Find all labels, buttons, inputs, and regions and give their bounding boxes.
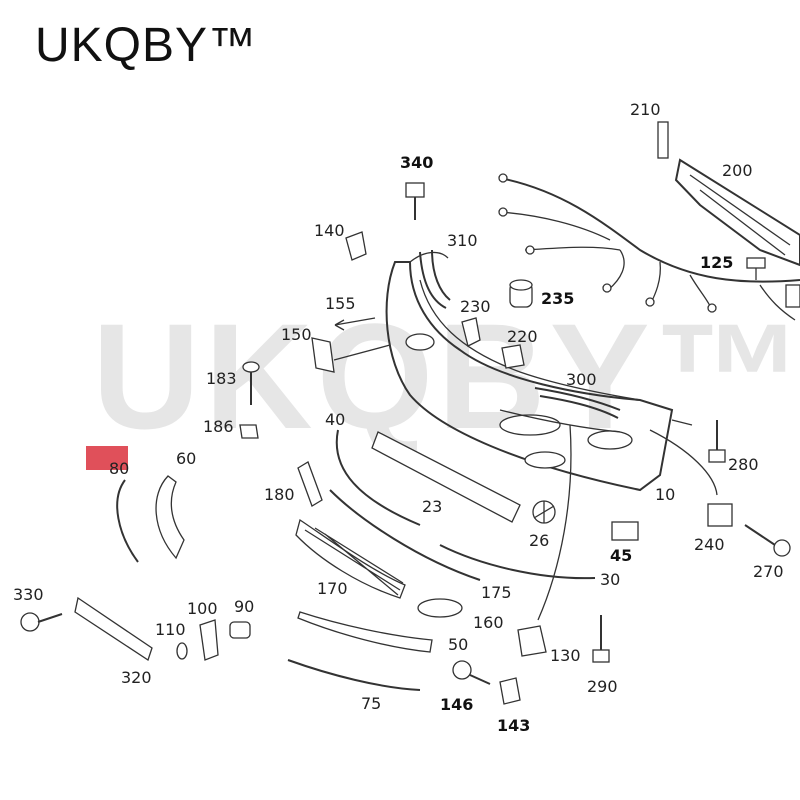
label-186: 186 [203, 417, 234, 436]
connector-240 [707, 503, 733, 527]
label-200: 200 [722, 161, 753, 180]
watermark: UKQBY™ [92, 292, 800, 460]
label-143: 143 [497, 716, 530, 735]
bracket-220 [501, 344, 525, 369]
strip-300 [534, 387, 621, 419]
label-220: 220 [507, 327, 538, 346]
label-310: 310 [447, 231, 478, 250]
highlight-marker [86, 446, 128, 470]
label-270: 270 [753, 562, 784, 581]
screw-146 [452, 660, 491, 685]
leader-150 [333, 344, 391, 361]
bracket-230 [461, 317, 481, 347]
strip-30 [439, 544, 596, 580]
bracket-150 [311, 337, 335, 373]
label-75: 75 [361, 694, 381, 713]
label-80: 80 [109, 459, 129, 478]
upper-bracket-part [657, 121, 800, 267]
wiring-harness [498, 173, 800, 321]
label-340: 340 [400, 153, 433, 172]
label-10: 10 [655, 485, 675, 504]
bolt-280 [708, 420, 726, 463]
sensor-45 [611, 521, 639, 541]
bumper-cover-part [385, 251, 674, 492]
label-170: 170 [317, 579, 348, 598]
label-125: 125 [700, 253, 733, 272]
label-26: 26 [529, 531, 549, 550]
trim-80 [116, 479, 139, 563]
brand-logo: UKQBY™ [35, 19, 258, 72]
label-30: 30 [600, 570, 620, 589]
bolt-290 [592, 615, 610, 663]
bolt-340 [405, 182, 425, 220]
plate-320 [74, 596, 153, 662]
lower-grille-170 [295, 518, 406, 599]
strip-175 [329, 489, 481, 581]
clip-140 [345, 231, 367, 261]
label-235: 235 [541, 289, 574, 308]
label-183: 183 [206, 369, 237, 388]
arrow-155 [334, 317, 376, 331]
label-150: 150 [281, 325, 312, 344]
label-140: 140 [314, 221, 345, 240]
label-160: 160 [473, 613, 504, 632]
leader-10 [649, 419, 718, 496]
screw-183 [242, 361, 260, 405]
label-40: 40 [325, 410, 345, 429]
label-110: 110 [155, 620, 186, 639]
cap-130 [517, 625, 547, 657]
label-180: 180 [264, 485, 295, 504]
label-280: 280 [728, 455, 759, 474]
ring-110 [176, 642, 188, 660]
label-90: 90 [234, 597, 254, 616]
label-155: 155 [325, 294, 356, 313]
label-130: 130 [550, 646, 581, 665]
grille-23 [371, 431, 521, 523]
label-50: 50 [448, 635, 468, 654]
trim-50 [297, 611, 433, 653]
leader-130 [537, 424, 572, 621]
strip-310 [419, 249, 451, 309]
brand-box: UKQBY™ [0, 0, 256, 92]
clip-186 [239, 424, 259, 439]
lamp-160 [417, 598, 463, 618]
label-210: 210 [630, 100, 661, 119]
fastener-125 [746, 257, 766, 280]
sensor-90 [229, 621, 251, 639]
label-60: 60 [176, 449, 196, 468]
label-100: 100 [187, 599, 218, 618]
label-45: 45 [610, 546, 632, 565]
bracket-180 [297, 461, 323, 507]
clip-143 [499, 677, 521, 705]
screw-330 [20, 612, 63, 632]
label-230: 230 [460, 297, 491, 316]
bushing-235 [509, 279, 533, 308]
label-290: 290 [587, 677, 618, 696]
trim-60 [155, 475, 185, 560]
label-240: 240 [694, 535, 725, 554]
bracket-100 [199, 619, 219, 661]
emblem-26 [532, 500, 556, 524]
label-300: 300 [566, 370, 597, 389]
label-146: 146 [440, 695, 473, 714]
label-320: 320 [121, 668, 152, 687]
label-175: 175 [481, 583, 512, 602]
label-330: 330 [13, 585, 44, 604]
label-23: 23 [422, 497, 442, 516]
bolt-270 [744, 524, 791, 557]
strip-75 [287, 659, 421, 691]
strip-40 [335, 429, 421, 526]
